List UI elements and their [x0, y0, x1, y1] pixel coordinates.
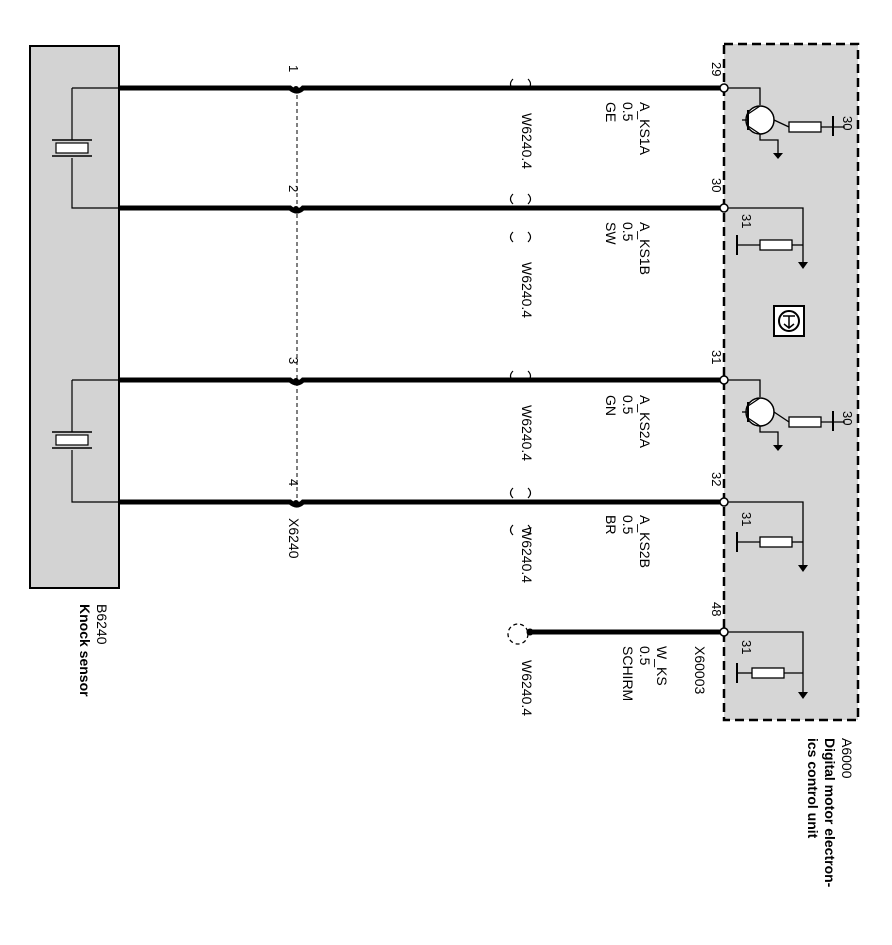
ecu-ref-label: 30 [840, 411, 855, 425]
wire-color-label: SCHIRM [620, 646, 636, 701]
harness-marker-icon [509, 231, 532, 243]
ecu-pin-label: 31 [709, 350, 724, 364]
harness-label: W6240.4 [519, 113, 535, 169]
harness-marker-icon [509, 193, 532, 205]
sensor-pin-label: 4 [286, 479, 301, 486]
wire-4: 4 32 W6240.4 A_KS2B 0.5 BR [120, 472, 729, 583]
ecu-input-stage-3: 30 [728, 379, 855, 451]
ecu-pin-label: 48 [709, 602, 724, 616]
harness-marker-icon [509, 78, 532, 90]
wire-color-label: GE [603, 102, 619, 122]
ecu-input-stage-2: 31 [728, 207, 808, 269]
signal-label: A_KS1B [637, 222, 653, 275]
ecu-box [722, 42, 860, 722]
signal-label: W_KS [654, 646, 670, 686]
ecu-input-stage-4: 31 [728, 501, 808, 572]
ecu-ref: A6000 [839, 738, 855, 779]
wire-1: 1 29 W6240.4 A_KS1A 0.5 GE [120, 62, 729, 205]
knock-sensor-box [29, 45, 120, 589]
ecu-name-line2: ics control unit [805, 738, 821, 839]
shield-termination-icon [507, 623, 529, 645]
ecu-pin-label: 30 [709, 178, 724, 192]
harness-label: W6240.4 [519, 405, 535, 461]
ecu-pin-label: 29 [709, 62, 724, 76]
ground-icon [798, 262, 808, 269]
ecu-ref-label: 30 [840, 116, 855, 130]
resistor-icon [788, 416, 822, 428]
sensor-pin-label: 1 [286, 65, 301, 72]
ground-icon [773, 153, 783, 159]
ground-icon [798, 565, 808, 572]
ecu-ref-label: 31 [739, 214, 754, 228]
ecu-pin-label: 32 [709, 472, 724, 486]
harness-marker-icon [509, 487, 532, 499]
wire-3: 3 31 W6240.4 A_KS2A 0.5 GN [120, 350, 729, 499]
resistor-icon [751, 667, 785, 679]
esd-warning-icon [773, 305, 805, 337]
ground-icon [798, 692, 808, 699]
wire-size-label: 0.5 [620, 395, 636, 415]
wire-color-label: SW [603, 222, 619, 245]
harness-label: W6240.4 [519, 527, 535, 583]
resistor-icon [759, 536, 793, 548]
wire-color-label: GN [603, 395, 619, 416]
wire-size-label: 0.5 [620, 222, 636, 242]
harness-marker-icon [509, 524, 532, 536]
ecu-ref-label: 31 [739, 512, 754, 526]
shield-wire: 48 W6240.4 W_KS 0.5 SCHIRM [507, 602, 729, 716]
piezo-crystal-icon [52, 379, 120, 503]
sensor-ref: B6240 [94, 604, 110, 645]
signal-label: A_KS2A [637, 395, 653, 449]
ecu-name-line1: Digital motor electron- [822, 738, 838, 888]
wire-2: 2 30 W6240.4 A_KS1B 0.5 SW [120, 178, 729, 318]
ecu-ref-label: 31 [739, 640, 754, 654]
sensor-pin-label: 2 [286, 185, 301, 192]
signal-label: A_KS2B [637, 515, 653, 568]
sensor-pin-label: 3 [286, 357, 301, 364]
harness-marker-icon [509, 370, 532, 382]
resistor-icon [788, 121, 822, 133]
wire-size-label: 0.5 [620, 515, 636, 535]
harness-label: W6240.4 [519, 660, 535, 716]
resistor-icon [759, 239, 793, 251]
sensor-connector-label: X6240 [286, 518, 302, 559]
piezo-crystal-icon [52, 87, 120, 209]
ground-icon [773, 445, 783, 451]
ecu-connector-label: X60003 [692, 646, 708, 694]
ecu-input-stage-1: 30 [728, 87, 855, 159]
signal-label: A_KS1A [637, 102, 653, 156]
transistor-icon [742, 397, 790, 427]
harness-label: W6240.4 [519, 262, 535, 318]
wire-size-label: 0.5 [637, 646, 653, 666]
wire-color-label: BR [603, 515, 619, 534]
sensor-name: Knock sensor [77, 604, 93, 697]
ecu-shield-stage: 31 [728, 631, 808, 699]
wire-size-label: 0.5 [620, 102, 636, 122]
